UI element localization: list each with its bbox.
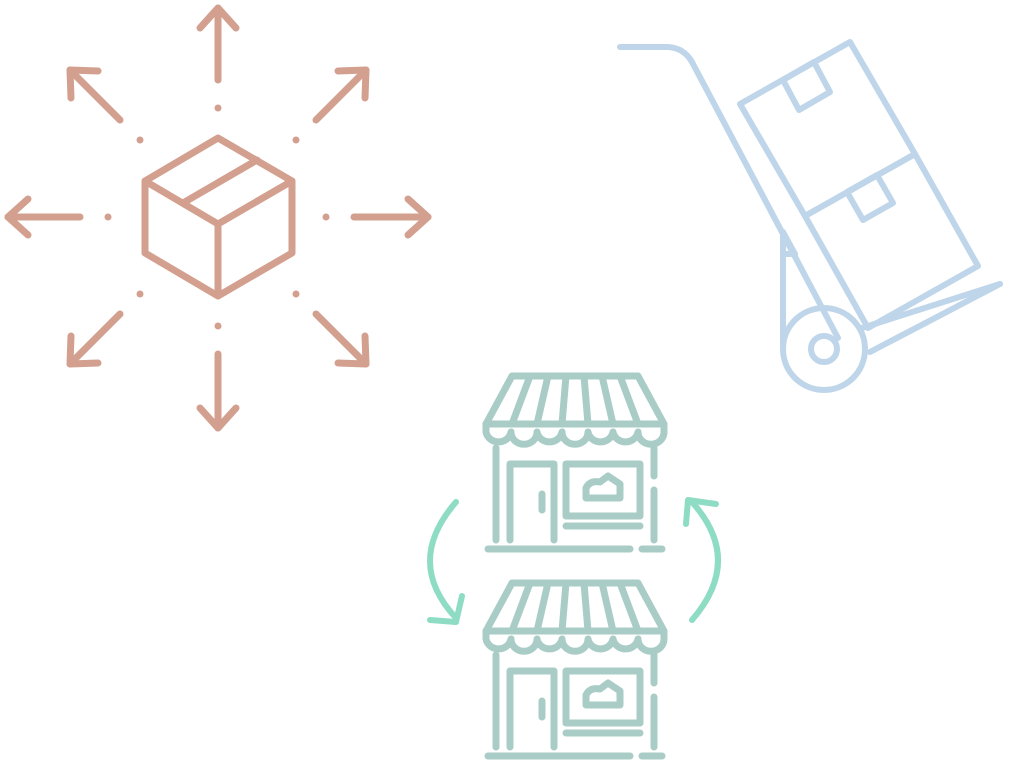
arrow-up-right-icon xyxy=(292,66,370,144)
arrow-up-left-icon xyxy=(66,66,144,144)
arrow-left-icon xyxy=(4,195,112,239)
arrow-down-icon xyxy=(196,322,240,432)
arrow-right-icon xyxy=(322,195,432,239)
store-top-icon xyxy=(486,376,664,549)
box-icon xyxy=(141,134,296,300)
exchange-arrow-up-icon xyxy=(683,497,721,623)
arrow-down-left-icon xyxy=(66,290,144,368)
arrow-down-right-icon xyxy=(292,290,370,368)
exchange-arrow-down-icon xyxy=(427,499,465,625)
arrow-up-icon xyxy=(196,4,240,112)
store-bottom-icon xyxy=(486,583,664,756)
